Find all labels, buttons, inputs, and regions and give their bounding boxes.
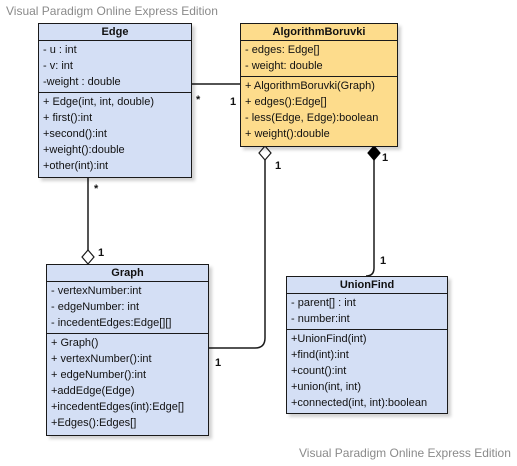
operation: +Edges():Edges[] xyxy=(51,417,137,429)
multiplicity-algo-uf-algo-end: 1 xyxy=(382,152,389,164)
operation: + Graph() xyxy=(51,337,99,349)
attribute: - edges: Edge[] xyxy=(245,44,320,56)
attribute: -weight : double xyxy=(43,76,121,88)
operation: +union(int, int) xyxy=(291,381,362,393)
attribute: - number:int xyxy=(291,313,350,325)
algorithm-unionfind-composition-diamond xyxy=(367,145,381,161)
attribute: - vertexNumber:int xyxy=(51,285,142,297)
attribute: - edgeNumber: int xyxy=(51,301,140,313)
operation: +second():int xyxy=(43,128,107,140)
algorithm-unionfind-association xyxy=(365,160,375,277)
algorithm-graph-association xyxy=(209,160,266,349)
attribute: - weight: double xyxy=(245,60,323,72)
operation: +find(int):int xyxy=(291,349,349,361)
class-edge-name: Edge xyxy=(39,24,191,41)
class-edge-attributes: - u : int - v: int -weight : double xyxy=(39,41,191,92)
class-graph-name: Graph xyxy=(47,265,208,282)
operation: - less(Edge, Edge):boolean xyxy=(245,112,379,124)
class-unionfind[interactable]: UnionFind - parent[] : int - number:int … xyxy=(286,276,448,414)
operation: + weight():double xyxy=(245,128,330,140)
operation: + first():int xyxy=(43,112,93,124)
multiplicity-algo-uf-uf-end: 1 xyxy=(380,255,387,267)
attribute: - v: int xyxy=(43,60,73,72)
class-graph-attributes: - vertexNumber:int - edgeNumber: int - i… xyxy=(47,282,208,333)
watermark-top: Visual Paradigm Online Express Edition xyxy=(6,4,218,18)
multiplicity-edge-graph-graph-end: 1 xyxy=(98,247,105,259)
algorithm-graph-aggregation-diamond xyxy=(258,145,272,161)
class-edge[interactable]: Edge - u : int - v: int -weight : double… xyxy=(38,23,192,178)
operation: +addEdge(Edge) xyxy=(51,385,135,397)
class-edge-operations: + Edge(int, int, double) + first():int +… xyxy=(39,92,191,176)
class-graph-operations: + Graph() + vertexNumber():int + edgeNum… xyxy=(47,333,208,433)
operation: + edgeNumber():int xyxy=(51,369,147,381)
operation: + edges():Edge[] xyxy=(245,96,327,108)
class-unionfind-attributes: - parent[] : int - number:int xyxy=(287,294,447,329)
multiplicity-algo-graph-algo-end: 1 xyxy=(275,160,282,172)
class-unionfind-name: UnionFind xyxy=(287,277,447,294)
class-algorithm-boruvki-name: AlgorithmBoruvki xyxy=(241,24,397,41)
operation: +UnionFind(int) xyxy=(291,333,367,345)
multiplicity-edge-graph-edge-end: * xyxy=(94,183,99,195)
operation: + vertexNumber():int xyxy=(51,353,152,365)
attribute: - u : int xyxy=(43,44,77,56)
class-algorithm-boruvki[interactable]: AlgorithmBoruvki - edges: Edge[] - weigh… xyxy=(240,23,398,147)
class-unionfind-operations: +UnionFind(int) +find(int):int +count():… xyxy=(287,329,447,413)
watermark-bottom: Visual Paradigm Online Express Edition xyxy=(299,446,511,460)
class-algorithm-boruvki-operations: + AlgorithmBoruvki(Graph) + edges():Edge… xyxy=(241,76,397,144)
operation: + Edge(int, int, double) xyxy=(43,96,154,108)
operation: +weight():double xyxy=(43,144,125,156)
attribute: - incedentEdges:Edge[][] xyxy=(51,317,172,329)
operation: +count():int xyxy=(291,365,347,377)
multiplicity-algo-graph-graph-end: 1 xyxy=(215,357,222,369)
class-graph[interactable]: Graph - vertexNumber:int - edgeNumber: i… xyxy=(46,264,209,436)
multiplicity-edge-algo-algo-end: 1 xyxy=(230,96,237,108)
operation: +other(int):int xyxy=(43,160,109,172)
operation: +incedentEdges(int):Edge[] xyxy=(51,401,185,413)
operation: +connected(int, int):boolean xyxy=(291,397,428,409)
operation: + AlgorithmBoruvki(Graph) xyxy=(245,80,375,92)
class-algorithm-boruvki-attributes: - edges: Edge[] - weight: double xyxy=(241,41,397,76)
edge-graph-aggregation-diamond xyxy=(81,249,95,265)
multiplicity-edge-algo-edge-end: * xyxy=(196,94,201,106)
attribute: - parent[] : int xyxy=(291,297,356,309)
